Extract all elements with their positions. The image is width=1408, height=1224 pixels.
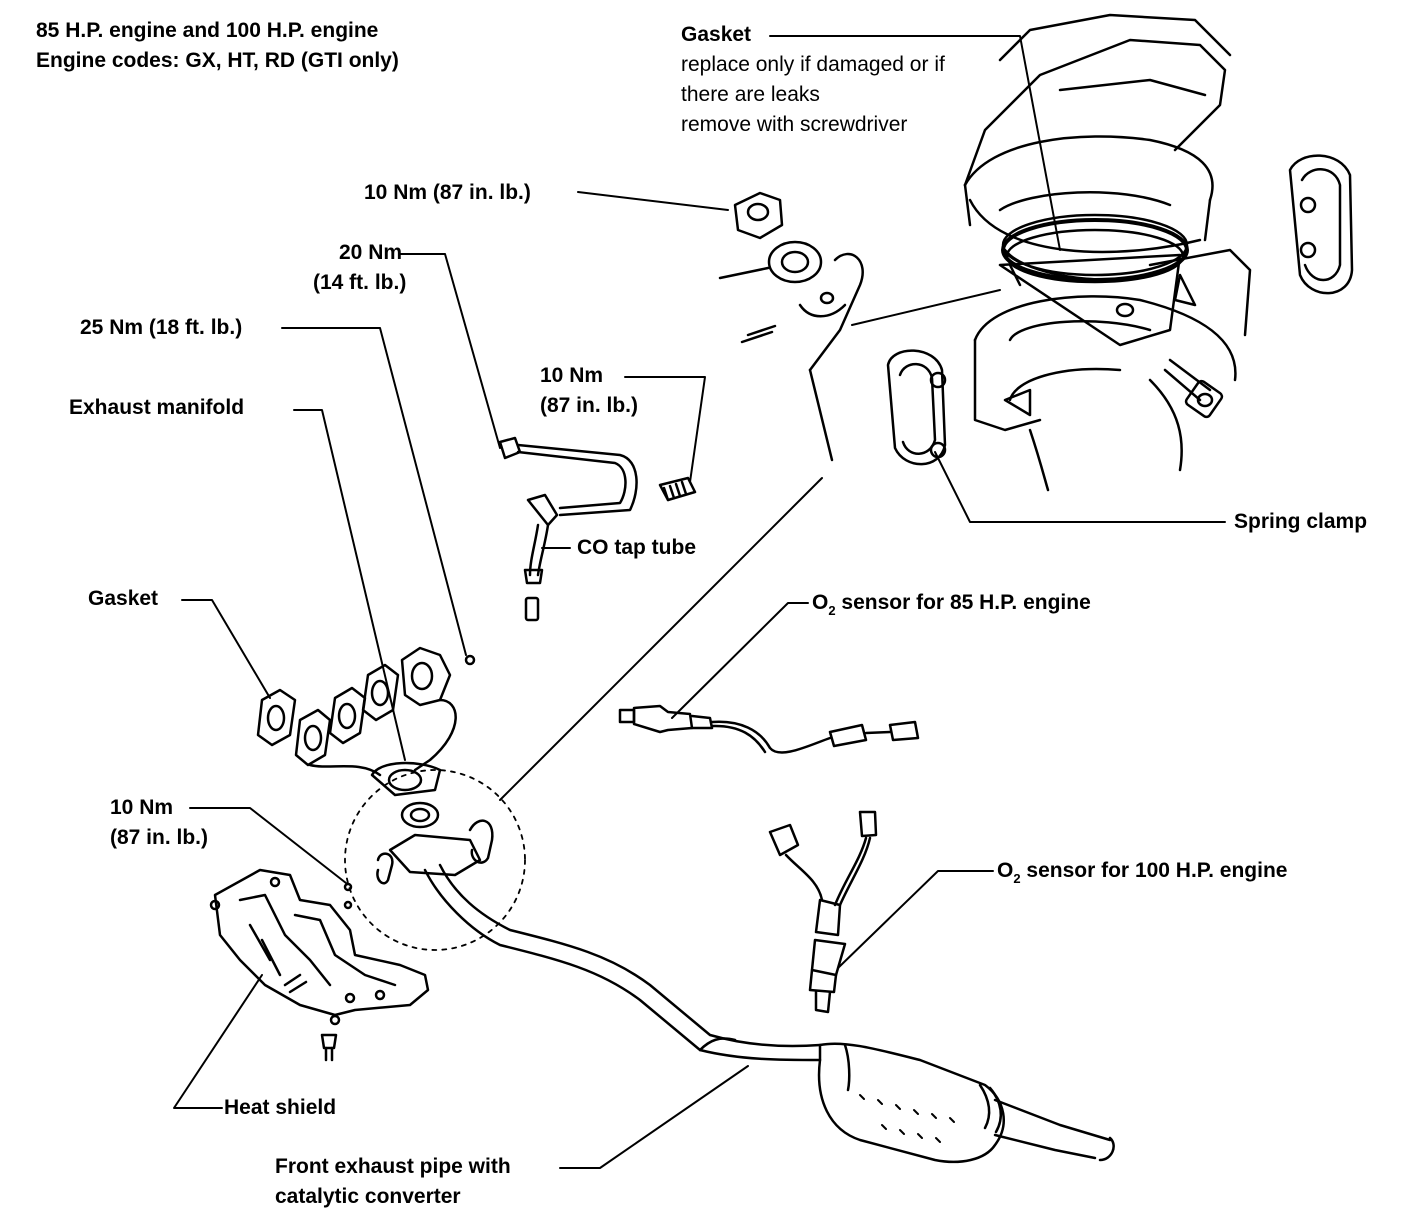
heat-shield (209, 868, 430, 1062)
manifold-gaskets (256, 646, 476, 797)
label-exhaust-manifold: Exhaust manifold (69, 396, 245, 419)
label-front-exhaust-pipe: Front exhaust pipe with catalytic conver… (275, 1152, 511, 1212)
label-torque-20: 20 Nm (14 ft. lb.) (313, 238, 406, 298)
detail-parts (376, 801, 494, 885)
header-line-2: Engine codes: GX, HT, RD (GTI only) (36, 49, 399, 72)
torque-20-line-2: (14 ft. lb.) (313, 271, 407, 294)
label-torque-10-shield: 10 Nm (87 in. lb.) (110, 793, 208, 853)
label-gasket-manifold: Gasket (88, 587, 159, 610)
o2-100-prefix: O (997, 859, 1014, 882)
gasket-top-note-2: there are leaks (681, 83, 820, 106)
header-line-1: 85 H.P. engine and 100 H.P. engine (36, 19, 379, 42)
o2-100-rest: sensor for 100 H.P. engine (1020, 859, 1288, 882)
detail-circle (344, 769, 526, 951)
o2-sensor-85 (618, 704, 920, 754)
label-o2-sensor-85: O2 sensor for 85 H.P. engine (812, 588, 1091, 620)
label-torque-nut: 10 Nm (87 in. lb.) (364, 181, 531, 204)
gasket-top-note-1: replace only if damaged or if (681, 53, 945, 76)
o2-85-subscript: 2 (828, 603, 836, 618)
o2-100-subscript: 2 (1013, 871, 1021, 886)
label-heat-shield: Heat shield (224, 1096, 337, 1119)
leader-lines (173, 35, 1226, 1169)
front-pipe-line-2: catalytic converter (275, 1185, 461, 1208)
label-spring-clamp: Spring clamp (1234, 510, 1368, 533)
gasket-top-note-3: remove with screwdriver (681, 113, 908, 136)
o2-sensor-100 (768, 810, 878, 1014)
torque-20-line-1: 20 Nm (339, 241, 403, 264)
label-co-tap-tube: CO tap tube (577, 536, 696, 559)
upper-housing (963, 13, 1252, 492)
nut-washer-bracket (718, 191, 864, 462)
front-exhaust-pipe (388, 833, 1115, 1164)
co-tap-tube (498, 436, 697, 622)
torque-10-shield-line-2: (87 in. lb.) (110, 826, 209, 849)
label-gasket-top-note: replace only if damaged or if there are … (681, 50, 945, 140)
label-torque-25: 25 Nm (18 ft. lb.) (80, 316, 243, 339)
o2-85-prefix: O (812, 591, 829, 614)
spring-clamp-right (1288, 154, 1354, 295)
gasket-top-title: Gasket (681, 23, 752, 46)
torque-10-shield-line-1: 10 Nm (110, 796, 174, 819)
torque-10-tube-line-2: (87 in. lb.) (540, 394, 639, 417)
torque-10-tube-line-1: 10 Nm (540, 364, 604, 387)
header-title: 85 H.P. engine and 100 H.P. engine Engin… (36, 16, 399, 76)
o2-85-rest: sensor for 85 H.P. engine (835, 591, 1091, 614)
label-torque-10-tube: 10 Nm (87 in. lb.) (540, 361, 638, 421)
label-gasket-top: Gasket (681, 20, 751, 50)
label-o2-sensor-100: O2 sensor for 100 H.P. engine (997, 856, 1287, 888)
front-pipe-line-1: Front exhaust pipe with (275, 1155, 511, 1178)
spring-clamp-left (886, 349, 947, 466)
